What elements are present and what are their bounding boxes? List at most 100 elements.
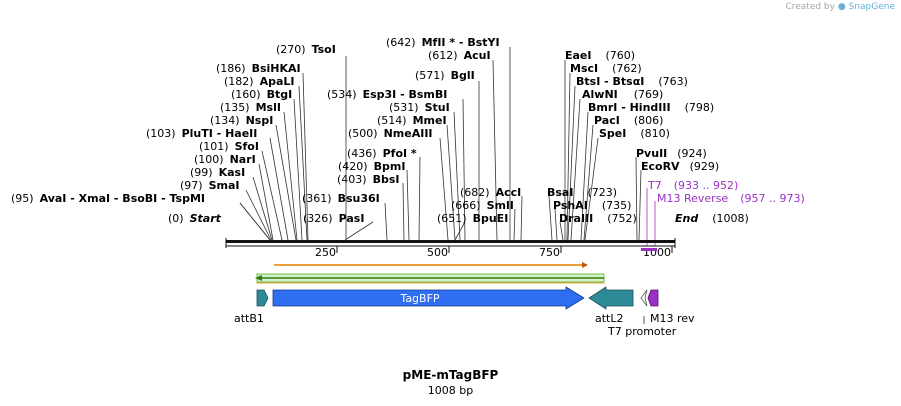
- tagbfp-arrow: [272, 286, 585, 310]
- orf-green-arrowhead: [255, 275, 262, 281]
- primer-range: (933 .. 952): [674, 179, 739, 192]
- svg-text:(134)NspI: (134)NspI: [210, 114, 273, 127]
- svg-text:End(1008): End (1008): [675, 212, 749, 225]
- svg-text:(666)SmlI: (666) SmlI: [451, 199, 514, 212]
- site-pos: (95): [11, 192, 34, 205]
- svg-text:(534)Esp3I - BsmBI: (534)Esp3I - BsmBI: [327, 88, 447, 101]
- site-name: PasI: [339, 212, 365, 225]
- site-pos: (642): [386, 36, 416, 49]
- svg-text:DraIII(752): DraIII(752): [559, 212, 637, 225]
- site-pos: (769): [634, 88, 664, 101]
- svg-text:M13 Reverse(957 .. 973): M13 Reverse(957 .. 973): [657, 192, 805, 205]
- primer-leader-lines: [646, 188, 656, 246]
- primer-labels: T7 (933 .. 952) M13 Reverse(957 .. 973): [647, 179, 805, 205]
- attB1-label: attB1: [234, 312, 264, 325]
- site-pos: (682): [460, 186, 490, 199]
- svg-text:SpeI(810): SpeI (810): [599, 127, 670, 140]
- svg-text:(101)SfoI: (101)SfoI: [199, 140, 259, 153]
- site-pos: (514): [377, 114, 407, 127]
- svg-text:(186)BsiHKAI: (186)BsiHKAI: [216, 62, 301, 75]
- credit-prefix: Created by: [785, 2, 835, 12]
- feature-labels: attB1 attL2 M13 rev T7 promoter: [234, 312, 695, 338]
- plasmid-size: 1008 bp: [427, 384, 474, 397]
- site-pos: (810): [640, 127, 670, 140]
- site-name: NspI: [246, 114, 274, 127]
- svg-text:(0)Start: (0)Start: [168, 212, 222, 225]
- site-name: SpeI: [599, 127, 626, 140]
- svg-text:PacI(806): PacI(806): [594, 114, 663, 127]
- primer-markers: [641, 248, 657, 251]
- site-pos: (666): [451, 199, 481, 212]
- site-name: EaeI: [565, 49, 592, 62]
- end-label: End: [675, 212, 698, 225]
- site-pos: (760): [606, 49, 636, 62]
- site-name: SmlI: [487, 199, 514, 212]
- site-name: TsoI: [312, 43, 336, 56]
- site-name: BbsI: [373, 173, 400, 186]
- site-name: KasI: [219, 166, 246, 179]
- site-name: BpuEI: [473, 212, 509, 225]
- svg-text:PshAI(735): PshAI(735): [553, 199, 631, 212]
- site-name: BmrI - HindIII: [588, 101, 671, 114]
- site-pos: (160): [231, 88, 261, 101]
- site-pos: (99): [190, 166, 213, 179]
- svg-text:(95)AvaI - XmaI - BsoBI - TspM: (95) AvaI - XmaI - BsoBI - TspMI: [11, 192, 205, 205]
- svg-text:PvuII(924): PvuII(924): [636, 147, 707, 160]
- site-pos: (531): [389, 101, 419, 114]
- site-pos: (500): [348, 127, 378, 140]
- svg-text:(420)BpmI: (420)BpmI: [338, 160, 405, 173]
- site-name: DraIII: [559, 212, 593, 225]
- site-name: BsiHKAI: [252, 62, 301, 75]
- site-name: BsaI: [547, 186, 573, 199]
- svg-text:(100)NarI: (100)NarI: [194, 153, 256, 166]
- site-name: MslI: [256, 101, 281, 114]
- site-pos: (101): [199, 140, 229, 153]
- leader-lines-mid: [344, 47, 523, 241]
- svg-text:(160)BtgI: (160)BtgI: [231, 88, 292, 101]
- site-pos: (326): [303, 212, 333, 225]
- site-pos: (735): [602, 199, 632, 212]
- attL2-arrow: [588, 286, 634, 310]
- site-name: AcuI: [464, 49, 491, 62]
- site-name: Bsu36I: [338, 192, 380, 205]
- svg-text:EaeI(760): EaeI (760): [565, 49, 635, 62]
- site-pos: (270): [276, 43, 306, 56]
- primer-name: T7: [647, 179, 662, 192]
- site-name: EcoRV: [641, 160, 680, 173]
- site-name: AvaI - XmaI - BsoBI - TspMI: [40, 192, 205, 205]
- sequence-backbone: [225, 238, 676, 248]
- site-pos: (182): [224, 75, 254, 88]
- end-pos: (1008): [712, 212, 749, 225]
- svg-text:(571)BglI: (571)BglI: [415, 69, 475, 82]
- svg-text:(99)KasI: (99) KasI: [190, 166, 245, 179]
- credit-brand: SnapGene: [848, 2, 895, 12]
- snapgene-logo-icon: ●: [837, 2, 846, 12]
- ruler-tick-label: 250: [315, 246, 336, 259]
- svg-text:BmrI - HindIII(798): BmrI - HindIII(798): [588, 101, 714, 114]
- start-pos: (0): [168, 212, 184, 225]
- site-name: NmeAIII: [384, 127, 433, 140]
- site-name: Esp3I - BsmBI: [363, 88, 448, 101]
- svg-text:BsaI(723): BsaI(723): [547, 186, 617, 199]
- site-pos: (420): [338, 160, 368, 173]
- site-pos: (100): [194, 153, 224, 166]
- site-pos: (651): [437, 212, 467, 225]
- m13-rev-label: M13 rev: [650, 312, 695, 325]
- svg-text:(500)NmeAIII: (500) NmeAIII: [348, 127, 433, 140]
- svg-text:(270)TsoI: (270) TsoI: [276, 43, 336, 56]
- svg-text:(436)PfoI *: (436)PfoI *: [347, 147, 417, 160]
- leader-lines-left: [239, 56, 347, 241]
- svg-text:(97)SmaI: (97)SmaI: [180, 179, 240, 192]
- site-name: StuI: [425, 101, 450, 114]
- site-pos: (762): [612, 62, 642, 75]
- site-pos: (924): [677, 147, 707, 160]
- leader-lines-right: [548, 60, 642, 241]
- site-labels-right: EaeI(760) MscI(762) BtsI - BtsαI(763) Al…: [547, 49, 749, 225]
- site-pos: (806): [634, 114, 664, 127]
- site-name: AlwNI: [582, 88, 618, 101]
- ruler-tick-label: 500: [427, 246, 448, 259]
- svg-text:(612)AcuI: (612)AcuI: [428, 49, 491, 62]
- site-name: MmeI: [413, 114, 447, 127]
- primer-t7-marker: [641, 248, 657, 251]
